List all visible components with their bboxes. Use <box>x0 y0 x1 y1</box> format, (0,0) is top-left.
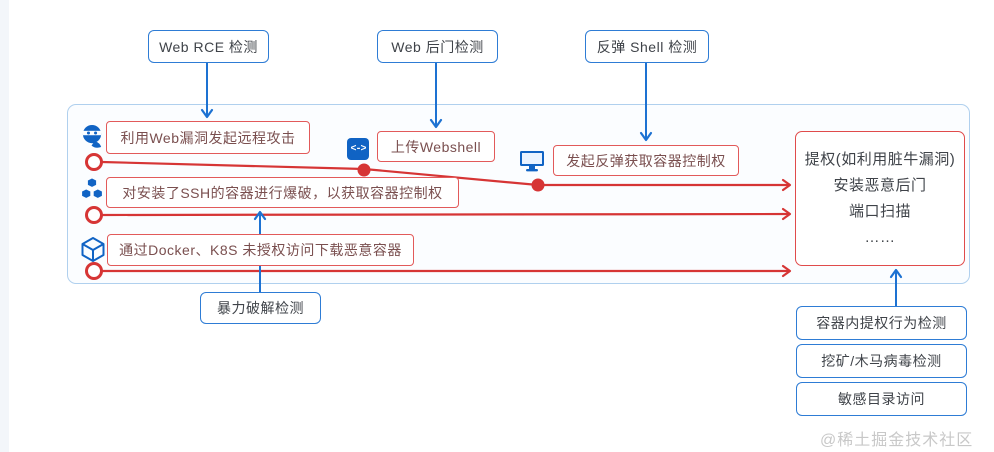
attack-box-ssh-bruteforce: 对安装了SSH的容器进行爆破，以获取容器控制权 <box>106 177 459 208</box>
detection-box-bruteforce: 暴力破解检测 <box>200 292 321 324</box>
result-line-backdoor: 安装恶意后门 <box>833 176 927 194</box>
result-line-port-scan: 端口扫描 <box>848 202 911 220</box>
result-line-ellipsis: …… <box>864 228 896 246</box>
container-cube-icon <box>80 236 106 262</box>
detection-box-mining-trojan: 挖矿/木马病毒检测 <box>796 344 967 378</box>
detection-box-web-rce: Web RCE 检测 <box>148 30 269 63</box>
attack-box-reverse-shell: 发起反弹获取容器控制权 <box>553 145 739 176</box>
watermark-text: @稀土掘金技术社区 <box>820 432 974 449</box>
result-line-privilege-escalation: 提权(如利用脏牛漏洞) <box>804 150 956 168</box>
detection-box-sensitive-dir: 敏感目录访问 <box>796 382 967 416</box>
hacker-icon <box>81 122 104 150</box>
page-edge-strip <box>0 0 9 452</box>
attack-box-unauth-access: 通过Docker、K8S 未授权访问下载恶意容器 <box>107 234 414 266</box>
detection-box-reverse-shell: 反弹 Shell 检测 <box>585 30 709 63</box>
detection-box-web-backdoor: Web 后门检测 <box>377 30 498 63</box>
attack-result-box: 提权(如利用脏牛漏洞) 安装恶意后门 端口扫描 …… <box>795 131 965 266</box>
code-icon: <-> <box>347 138 369 160</box>
cluster-cubes-icon <box>80 177 104 202</box>
attack-box-upload-webshell: 上传Webshell <box>377 131 495 162</box>
detection-box-privilege-escalation: 容器内提权行为检测 <box>796 306 967 340</box>
attack-box-web-exploit: 利用Web漏洞发起远程攻击 <box>106 121 310 154</box>
monitor-icon <box>519 150 545 172</box>
